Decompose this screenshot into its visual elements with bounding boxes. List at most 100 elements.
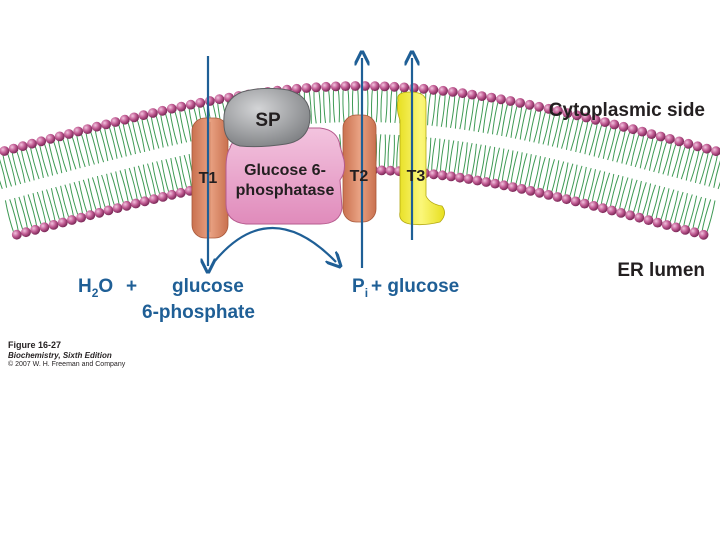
lipid-head [350,81,361,91]
lipid-tail [392,134,395,171]
lipid-head [534,101,544,112]
lipid-tail [106,173,116,209]
lipid-head [581,112,592,123]
lipid-head [646,129,657,140]
lipid-tail [717,181,720,190]
lipid-tail [622,178,633,214]
lipid-tail [682,194,693,230]
lipid-tail [122,120,132,156]
lipid-head [48,220,59,230]
lipid-head [683,138,694,149]
lipid-tail [696,198,707,234]
lipid-tail [618,177,629,213]
lipid-tail [431,89,437,126]
lipid-head [490,178,500,189]
cytoplasmic-side-label: Cytoplasmic side [549,100,705,121]
lipid-head [628,124,638,135]
lipid-head [370,81,380,92]
lipid-tail [375,86,379,123]
lipid-tail [154,112,164,148]
lipid-tail [87,178,98,214]
lipid-tail [579,117,589,154]
lipid-head [524,99,535,110]
lipid-head [543,103,554,114]
lipid-tail [699,149,710,185]
lipid-tail [690,146,701,182]
lipid-tail [156,161,166,197]
lipid-tail [448,140,455,177]
lipid-tail [685,145,696,181]
lipid-head [637,126,648,137]
lipid-tail [577,166,587,203]
lipid-head [399,82,410,93]
lipid-tail [550,160,560,196]
lipid-tail [705,200,716,236]
t2-label: T2 [350,168,369,185]
lipid-head [486,92,497,103]
lipid-tail [9,199,20,235]
lipid-tail [541,158,551,194]
lipid-head [525,186,536,196]
lipid-tail [653,137,664,173]
lipid-head [597,203,608,214]
lipid-tail [6,150,17,186]
lipid-head [30,224,41,235]
lipid-tail [559,162,569,198]
lipid-tail [370,86,374,123]
lipid-head [618,121,629,132]
lipid-tail [327,86,331,123]
lipid-tail [593,121,604,157]
reaction-plus-left: + [126,276,137,297]
lipid-tail [664,189,675,225]
lipid-tail [36,191,47,227]
lipid-head [579,198,590,209]
lipid-tail [33,142,44,178]
lipid-head [671,222,681,233]
lipid-tail [431,138,436,175]
lipid-tail [347,86,350,123]
lipid-tail [621,128,632,164]
lipid-head [698,229,709,240]
lipid-head [376,165,387,176]
lipid-tail [450,92,456,129]
lipid-tail [32,193,43,229]
lipid-head [607,205,617,216]
lipid-tail [668,190,679,226]
lipid-head [543,190,554,200]
lipid-tail [650,185,661,221]
lipid-tail [75,132,86,168]
enzyme-label-line2: phosphatase [236,182,335,199]
t3-label: T3 [407,168,426,185]
lipid-tail [96,176,107,212]
lipid-tail [457,141,464,178]
lipid-tail [91,177,102,213]
lipid-tail [586,169,596,205]
lipid-tail [658,138,669,174]
lipid-tail [131,117,141,154]
lipid-tail [673,191,684,227]
lipid-tail [46,189,57,225]
lipid-tail [4,200,16,236]
lipid-head [130,198,141,209]
lipid-head [652,217,663,228]
lipid-tail [612,126,622,162]
lipid-tail [584,119,594,155]
lipid-tail [473,95,481,132]
lipid-tail [444,139,450,176]
lipid-head [176,101,187,112]
lipid-head [616,208,626,218]
lipid-tail [659,188,670,224]
caption-book-title: Biochemistry, Sixth Edition [8,351,112,361]
lipid-head [21,227,31,238]
lipid-head [82,124,93,134]
lipid-head [428,169,439,180]
lipid-tail [563,163,574,199]
lipid-tail [128,167,139,204]
lipid-head [689,227,700,238]
enzyme-label-line1: Glucose 6- [244,162,326,179]
lipid-tail [680,144,691,180]
lipid-head [36,136,47,147]
lipid-tail [482,97,490,133]
lipid-head [418,83,429,94]
lipid-tail [644,134,655,170]
